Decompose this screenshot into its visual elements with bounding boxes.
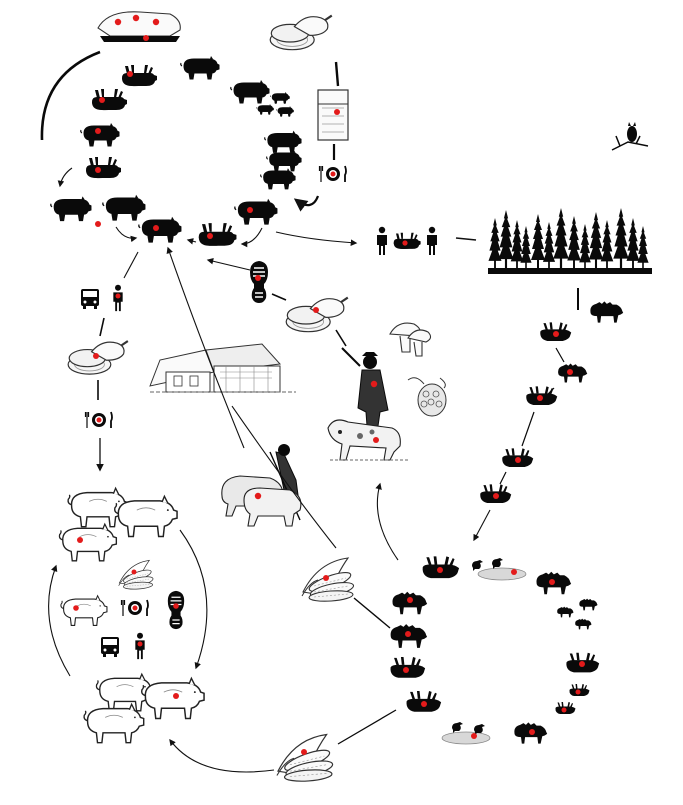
domestic-pig-icon — [68, 488, 128, 527]
pig-icon — [267, 150, 302, 171]
backyard-pig-cycle — [49, 488, 207, 743]
pig-icon — [181, 56, 219, 79]
sick-domestic-pig-icon — [142, 678, 204, 718]
hikers-with-carcass-icon — [377, 227, 437, 255]
domestic-pig-icon — [61, 596, 107, 626]
dead-pig-icon — [92, 89, 127, 110]
dead-wild-boar-icon — [391, 657, 426, 678]
sick-pig-icon — [139, 217, 181, 242]
domestic-pig-icon — [59, 524, 116, 561]
dead-pig-icon — [122, 65, 157, 86]
domestic-pig-cycle — [42, 12, 348, 246]
piglet-boar-icon — [557, 607, 573, 618]
piglet-icon — [276, 106, 293, 116]
dead-pig-icon — [86, 157, 121, 178]
crow-on-carcass-icon — [442, 722, 490, 744]
hunter-with-dog-icon — [328, 348, 410, 460]
pork-ham-icon — [270, 16, 332, 50]
raspberry-icon — [408, 378, 446, 416]
owl-on-branch-icon — [612, 122, 648, 150]
fridge-icon — [318, 90, 348, 140]
boot-print-icon — [250, 261, 268, 303]
sick-pig-icon — [81, 123, 119, 146]
boot-print-icon — [168, 591, 184, 629]
dead-pig-icon — [199, 223, 237, 246]
mushroom-icon — [390, 323, 431, 356]
corn-cob-icon — [302, 558, 355, 603]
domestic-pig-icon — [96, 674, 153, 711]
wild-boar-icon — [590, 301, 623, 322]
pig-icon — [231, 80, 269, 103]
piglet-boar-icon — [575, 619, 591, 630]
pig-icon — [51, 196, 91, 220]
domestic-pig-icon — [84, 704, 144, 743]
wild-boar-path — [474, 288, 623, 540]
bus-icon — [81, 289, 99, 309]
piglet-icon — [256, 104, 273, 114]
sick-wild-boar-icon — [392, 592, 427, 614]
piglet-icon — [270, 92, 289, 104]
shepherd-with-sheep-icon — [222, 444, 301, 526]
carcass-table-icon — [98, 12, 180, 42]
pig-icon — [261, 168, 296, 189]
farmhouse-icon — [150, 344, 296, 392]
pig-icon — [103, 195, 145, 220]
corn-cob-icon — [277, 734, 334, 782]
pig-icon — [265, 131, 301, 153]
forest-icon — [488, 208, 652, 274]
bus-icon — [101, 637, 119, 657]
corn-cob-icon — [119, 560, 154, 590]
pork-ham-icon — [286, 298, 348, 332]
crow-on-carcass-icon — [472, 558, 526, 580]
piglet-boar-icon — [579, 599, 597, 611]
sick-pig-icon — [235, 199, 277, 224]
wild-boar-cycle — [391, 556, 600, 744]
